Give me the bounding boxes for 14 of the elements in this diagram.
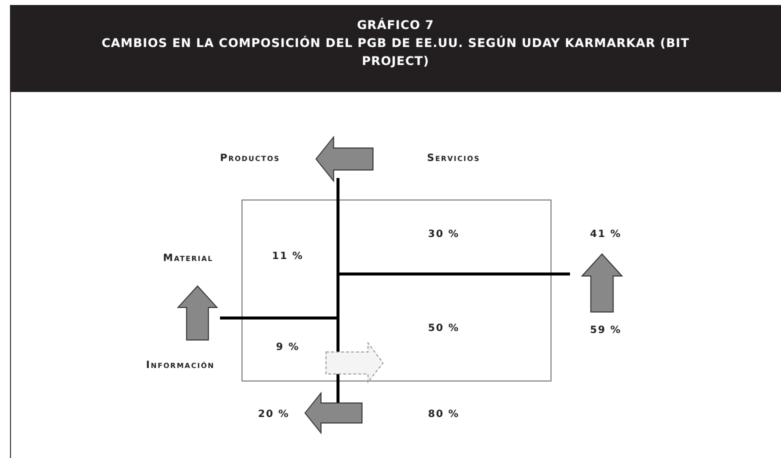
percentage-label: 80 % [428,409,460,420]
axis-label: Productos [220,153,280,164]
axis-label: Servicios [427,153,480,164]
chart-subtitle: CAMBIOS EN LA COMPOSICIÓN DEL PGB DE EE.UU. SEGÚN UDAY KARMARKAR (BIT PROJECT) [100,34,690,70]
chart-title: GRÁFICO 7 [356,16,436,34]
percentage-label: 9 % [276,342,300,353]
percentage-label: 59 % [590,325,622,336]
axis-label: Información [146,360,215,371]
percentage-label: 41 % [590,229,622,240]
axis-label: Material [163,253,214,264]
percentage-label: 11 % [272,251,304,262]
percentage-label: 30 % [428,229,460,240]
percentage-label: 50 % [428,323,460,334]
percentage-label: 20 % [258,409,290,420]
